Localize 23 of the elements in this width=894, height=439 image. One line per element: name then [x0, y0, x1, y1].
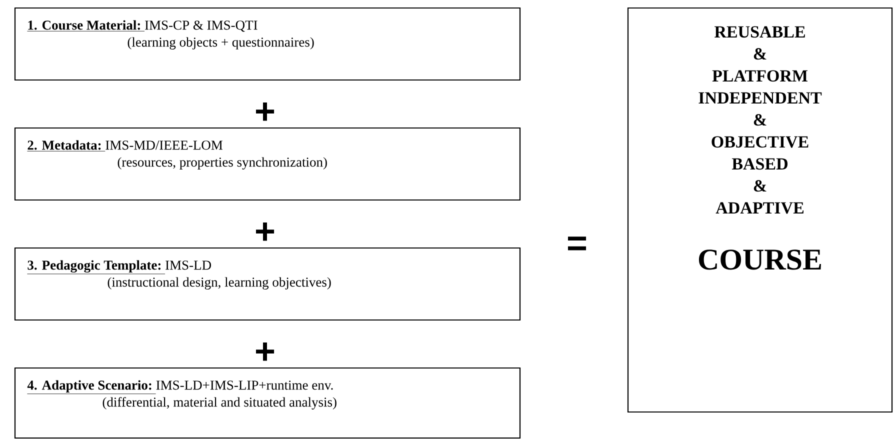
heading-text: 1. Course Material:	[27, 20, 145, 32]
heading-text: 4. Adaptive Scenario:	[27, 380, 156, 394]
standard-text: IMS-LD	[166, 260, 212, 270]
description-text: (differential, material and situated analysis)	[102, 397, 336, 410]
description-text: (instructional design, learning objectives)	[108, 277, 331, 290]
description-text: (learning objects + questionnaires)	[128, 37, 314, 50]
standard-box	[14, 7, 521, 81]
plus-sign: +	[256, 342, 274, 361]
heading-text: 2. Metadata:	[27, 140, 106, 152]
result-box	[627, 7, 893, 413]
standard-box	[14, 247, 521, 321]
heading-text: 3. Pedagogic Template:	[27, 260, 166, 274]
plus-sign: +	[256, 102, 274, 121]
standard-box	[14, 367, 521, 439]
standard-text: IMS-MD/IEEE-LOM	[106, 140, 223, 150]
equals-sign: =	[568, 236, 586, 250]
standard-text: IMS-LD+IMS-LIP+runtime env.	[156, 380, 333, 390]
result-title: COURSE	[698, 250, 821, 270]
standard-box	[14, 127, 521, 201]
plus-sign: +	[256, 222, 274, 241]
feature-list: REUSABLE & PLATFORM INDEPENDENT & OBJECTIVE BASED & ADAPTIVE	[698, 26, 822, 214]
standard-text: IMS-CP & IMS-QTI	[145, 20, 258, 32]
description-text: (resources, properties synchronization)	[118, 157, 327, 170]
